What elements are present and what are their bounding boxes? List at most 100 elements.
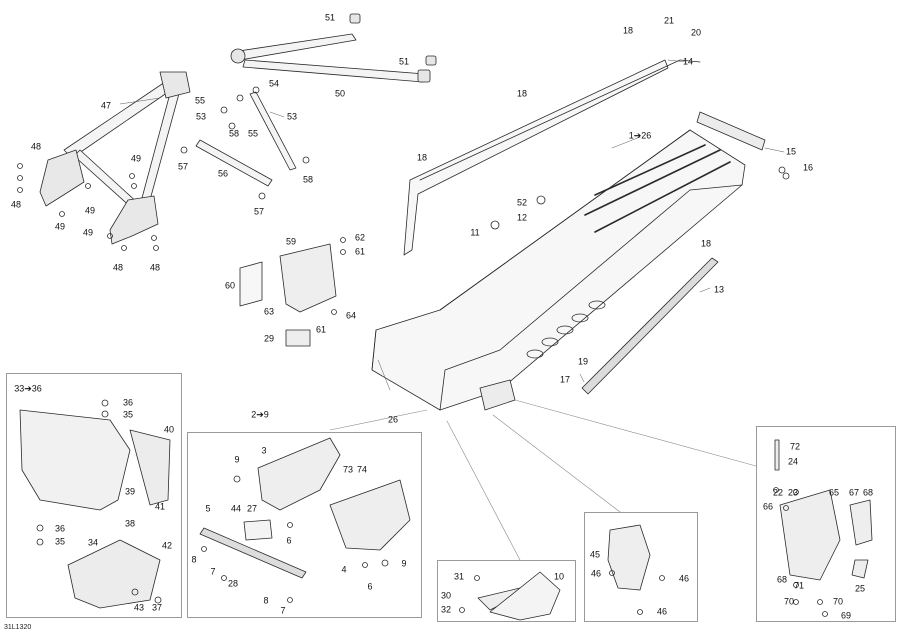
inset-box-reinforcement	[584, 512, 698, 622]
inset-snow-flap-parts	[459, 571, 561, 621]
callout-71: 71	[793, 580, 805, 591]
callout-40: 40	[163, 424, 175, 435]
callout-18: 18	[622, 25, 634, 36]
callout-6: 6	[286, 535, 292, 546]
callout-48: 48	[149, 262, 161, 273]
inset-front-bumper-parts	[19, 399, 171, 609]
callout-18: 18	[700, 238, 712, 249]
callout-12: 12	[516, 212, 528, 223]
callout-64: 64	[345, 310, 357, 321]
inset-box-snow-flap	[437, 560, 576, 622]
slide-runner	[581, 257, 719, 395]
front-arm-assembly	[17, 71, 191, 251]
callout-8: 8	[191, 554, 197, 565]
callout-11: 11	[470, 227, 480, 238]
callout-49: 49	[54, 221, 66, 232]
callout-3: 3	[261, 445, 267, 456]
callout-46: 46	[678, 573, 690, 584]
callout-62: 62	[354, 232, 366, 243]
callout-53: 53	[286, 111, 298, 122]
callout-6: 6	[367, 581, 373, 592]
callout-66: 66	[762, 501, 774, 512]
callout-32: 32	[440, 604, 452, 615]
callout-30: 30	[440, 590, 452, 601]
inset-steering-support-parts	[773, 439, 873, 617]
callout-55: 55	[247, 128, 259, 139]
upper-suspension-arm	[230, 13, 437, 83]
callout-26: 26	[387, 414, 399, 425]
callout-9: 9	[234, 454, 240, 465]
callout-36: 36	[122, 397, 134, 408]
callout-65: 65	[828, 487, 840, 498]
callout-29: 29	[263, 333, 275, 344]
callout-59: 59	[285, 236, 297, 247]
callout-44: 44	[230, 503, 242, 514]
callout-68: 68	[862, 487, 874, 498]
callout-49: 49	[84, 205, 96, 216]
inset-box-steering-support	[756, 426, 896, 622]
inset-rear-bumper-parts	[199, 437, 411, 603]
callout-74: 74	[356, 464, 368, 475]
callout-22: 22	[772, 487, 784, 498]
callout-4: 4	[341, 564, 347, 575]
callout-57: 57	[253, 206, 265, 217]
callout-19: 19	[577, 356, 589, 367]
callout-9: 9	[401, 558, 407, 569]
callout-52: 52	[516, 197, 528, 208]
inset-reinforcement-parts	[607, 524, 665, 615]
inset-box-front-bumper	[6, 373, 182, 618]
callout-28: 28	[227, 578, 239, 589]
callout-61: 61	[315, 324, 327, 335]
callout-68: 68	[776, 574, 788, 585]
callout-14: 14	[682, 56, 694, 67]
callout-36: 36	[54, 523, 66, 534]
link-rods	[180, 86, 310, 200]
callout-60: 60	[224, 280, 236, 291]
callout-5: 5	[205, 503, 211, 514]
callout-50: 50	[334, 88, 346, 99]
callout-13: 13	[713, 284, 725, 295]
callout-38: 38	[124, 518, 136, 529]
callout-35: 35	[122, 409, 134, 420]
electronic-bracket	[239, 237, 346, 347]
inset-box-rear-bumper	[187, 432, 422, 618]
callout-21: 21	[663, 15, 675, 26]
callout-45: 45	[589, 549, 601, 560]
callout-51: 51	[324, 12, 336, 23]
callout-48: 48	[112, 262, 124, 273]
callout-67: 67	[848, 487, 860, 498]
callout-37: 37	[151, 602, 163, 613]
callout-17: 17	[559, 374, 571, 385]
callout-57: 57	[177, 161, 189, 172]
callout-69: 69	[840, 610, 852, 621]
callout-35: 35	[54, 536, 66, 547]
callout-18: 18	[416, 152, 428, 163]
callout-42: 42	[161, 540, 173, 551]
callout-16: 16	[802, 162, 814, 173]
callout-56: 56	[217, 168, 229, 179]
callout-70: 70	[783, 596, 795, 607]
callout-8: 8	[263, 595, 269, 606]
callout-7: 7	[210, 566, 216, 577]
callout-18: 18	[516, 88, 528, 99]
callout-70: 70	[832, 596, 844, 607]
callout-24: 24	[787, 456, 799, 467]
drawing-code: 31L1320	[4, 624, 32, 631]
callout-58: 58	[228, 128, 240, 139]
callout-73: 73	[342, 464, 354, 475]
callout-43: 43	[133, 602, 145, 613]
callout-25: 25	[854, 583, 866, 594]
callout-58: 58	[302, 174, 314, 185]
callout-20: 20	[690, 27, 702, 38]
callout-15: 15	[785, 146, 797, 157]
callout-49: 49	[82, 227, 94, 238]
callout-33-to-36: 33➔36	[14, 383, 42, 394]
callout-54: 54	[268, 78, 280, 89]
callout-48: 48	[10, 199, 22, 210]
callout-46: 46	[656, 606, 668, 617]
callout-55: 55	[194, 95, 206, 106]
callout-47: 47	[100, 100, 112, 111]
callout-53: 53	[195, 111, 207, 122]
callout-31: 31	[453, 571, 465, 582]
